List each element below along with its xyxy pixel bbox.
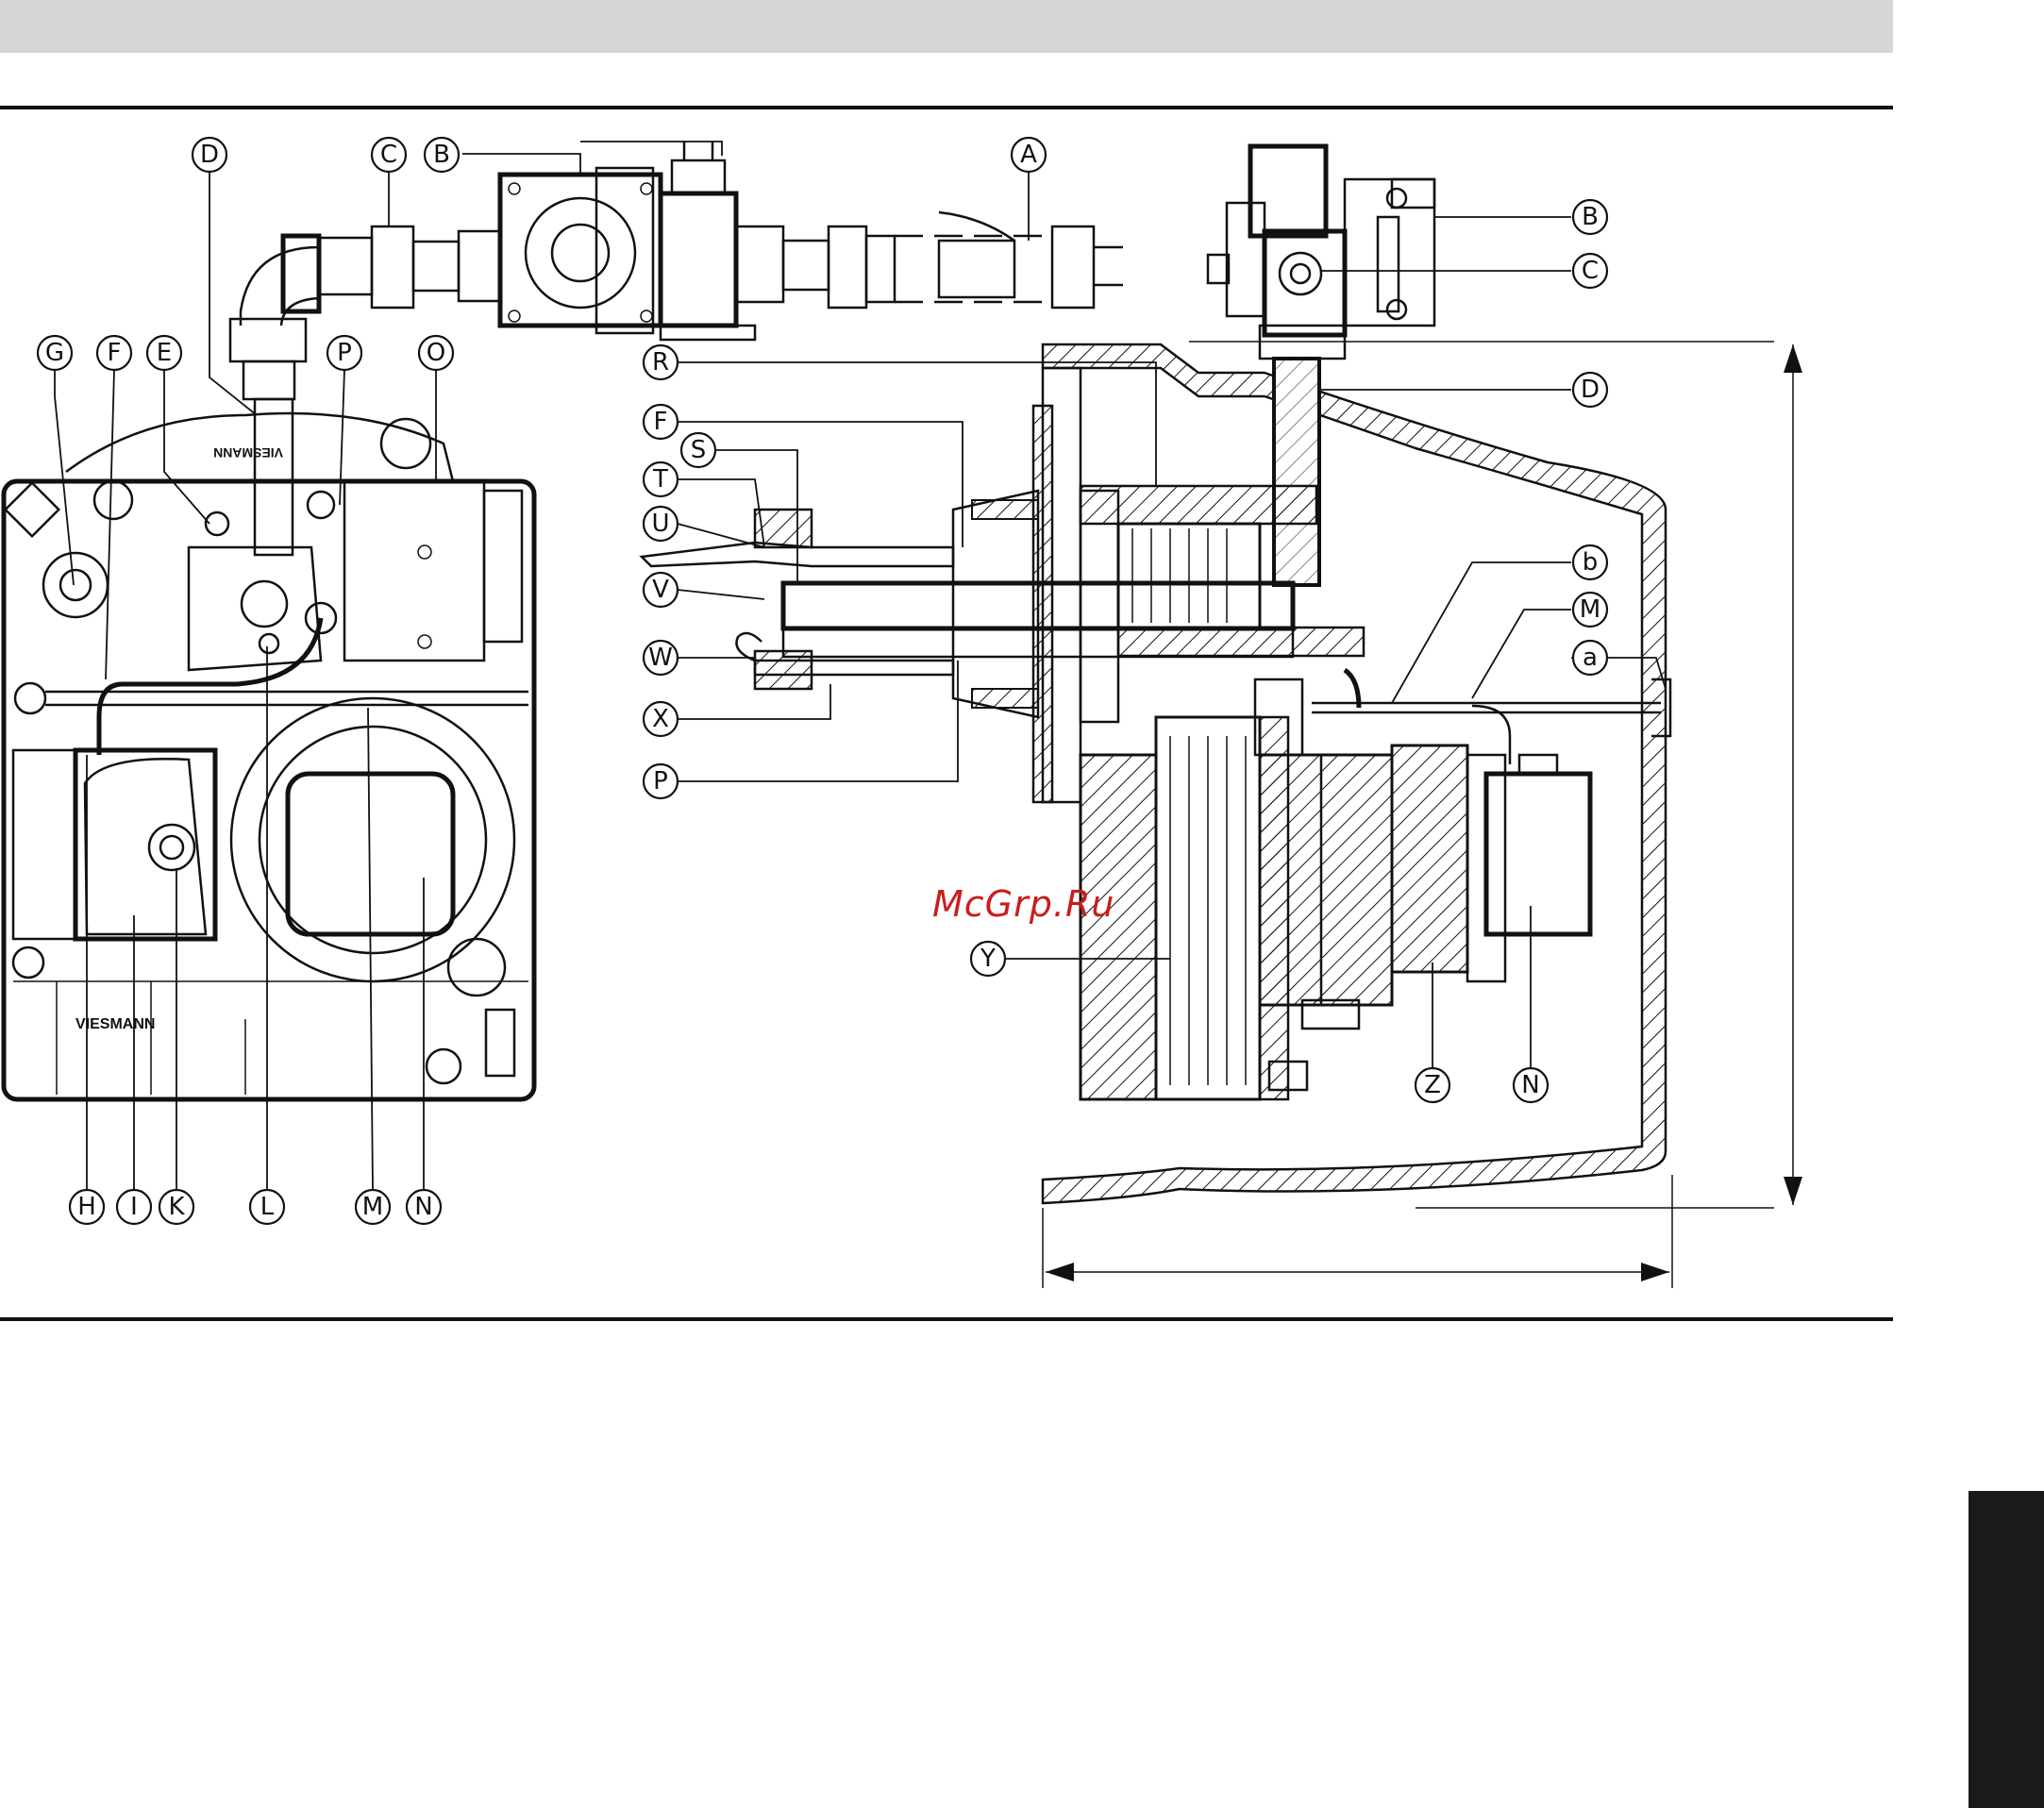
svg-text:M: M — [1580, 595, 1600, 624]
callout-P-middle: P — [644, 764, 678, 798]
callout-b: b — [1573, 545, 1607, 579]
callout-E: E — [147, 336, 181, 370]
callout-F-middle: F — [644, 405, 678, 439]
svg-text:K: K — [168, 1193, 185, 1221]
callout-U: U — [644, 507, 678, 541]
callout-Z: Z — [1416, 1068, 1449, 1102]
callout-N-left: N — [407, 1190, 441, 1224]
callout-K: K — [159, 1190, 193, 1224]
svg-text:T: T — [652, 465, 668, 494]
svg-text:Z: Z — [1424, 1071, 1441, 1099]
callout-B-left: B — [425, 138, 459, 172]
callout-D-right: D — [1573, 373, 1607, 407]
svg-text:B: B — [1582, 203, 1599, 231]
svg-text:L: L — [260, 1193, 275, 1221]
callout-D-left: D — [193, 138, 226, 172]
callout-I: I — [117, 1190, 151, 1224]
burner-section — [642, 342, 1802, 1288]
callout-M-right: M — [1573, 593, 1607, 627]
svg-text:D: D — [1581, 376, 1600, 404]
gas-valve-right — [1208, 146, 1434, 359]
svg-text:O: O — [427, 339, 445, 367]
svg-text:H: H — [77, 1193, 96, 1221]
svg-text:W: W — [648, 644, 673, 672]
watermark: McGrp.Ru — [932, 883, 1114, 925]
svg-text:D: D — [200, 141, 219, 169]
svg-text:P: P — [337, 339, 352, 367]
callout-A: A — [1012, 138, 1046, 172]
gas-train-left — [230, 142, 1123, 555]
callout-P-left: P — [327, 336, 361, 370]
callout-W: W — [644, 641, 678, 675]
callout-X: X — [644, 702, 678, 736]
callout-F-left: F — [97, 336, 131, 370]
svg-text:U: U — [651, 510, 669, 538]
callout-B-right: B — [1573, 200, 1607, 234]
svg-text:B: B — [433, 141, 450, 169]
callout-N-right: N — [1514, 1068, 1548, 1102]
svg-text:C: C — [1582, 257, 1599, 285]
svg-text:C: C — [380, 141, 397, 169]
svg-text:I: I — [130, 1193, 138, 1221]
svg-text:N: N — [1521, 1071, 1539, 1099]
callout-C-left: C — [372, 138, 406, 172]
svg-text:P: P — [653, 767, 668, 795]
svg-text:A: A — [1020, 141, 1037, 169]
brand-label-top: VIESMANN — [213, 445, 283, 460]
callout-Y: Y — [971, 942, 1005, 976]
callout-V: V — [644, 573, 678, 607]
callout-R: R — [644, 345, 678, 379]
callout-G: G — [38, 336, 72, 370]
callout-S: S — [681, 433, 715, 467]
svg-text:R: R — [652, 348, 669, 377]
svg-text:S: S — [691, 436, 707, 464]
svg-text:Y: Y — [980, 945, 996, 973]
svg-text:a: a — [1583, 644, 1598, 672]
svg-text:V: V — [652, 576, 669, 604]
callout-C-right: C — [1573, 254, 1607, 288]
svg-text:b: b — [1583, 548, 1599, 577]
svg-text:N: N — [414, 1193, 432, 1221]
svg-text:F: F — [108, 339, 122, 367]
front-panel — [4, 413, 534, 1099]
callout-M-left: M — [356, 1190, 390, 1224]
svg-text:X: X — [652, 705, 669, 733]
svg-text:G: G — [45, 339, 64, 367]
svg-text:F: F — [654, 408, 668, 436]
callout-H: H — [70, 1190, 104, 1224]
callout-a: a — [1573, 641, 1607, 675]
svg-text:M: M — [362, 1193, 383, 1221]
callout-L: L — [250, 1190, 284, 1224]
svg-text:E: E — [157, 339, 172, 367]
callout-O: O — [419, 336, 453, 370]
callout-T: T — [644, 462, 678, 496]
